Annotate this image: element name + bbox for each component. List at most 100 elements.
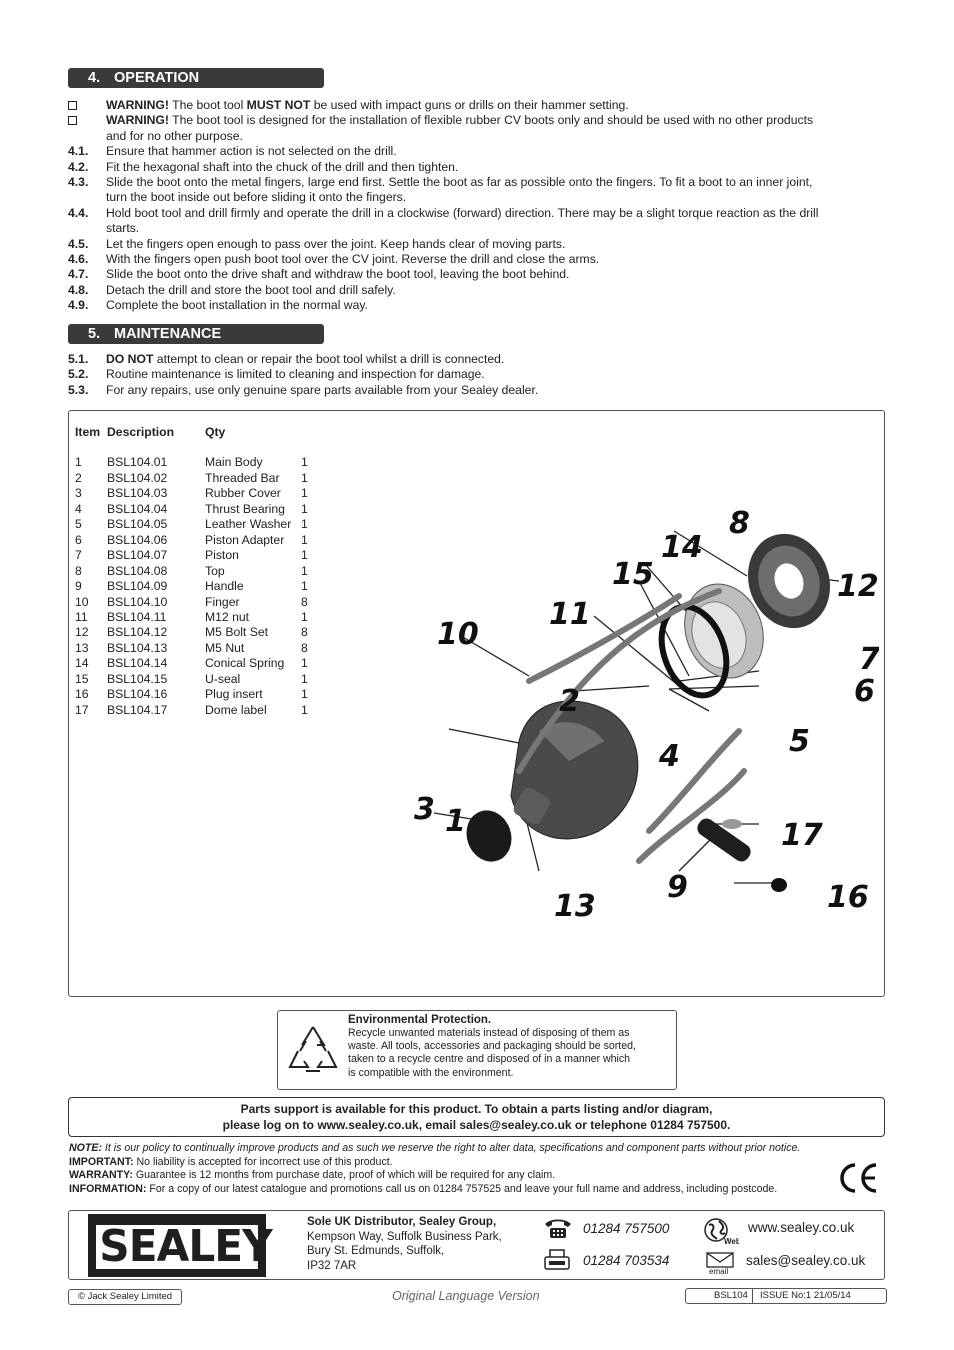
- warning-emphasis: MUST NOT: [246, 98, 311, 112]
- operation-step: 4.6. With the fingers open push boot tool…: [68, 252, 868, 267]
- logo-text: SEALEY: [99, 1221, 273, 1272]
- step-text: attempt to clean or repair the boot tool…: [153, 352, 505, 366]
- checkbox-bullet-icon: [68, 98, 77, 114]
- operation-step: 4.4.Hold boot tool and drill firmly and …: [68, 206, 868, 237]
- column-header-description: Description: [107, 425, 175, 439]
- legal-notes: NOTE: It is our policy to continually im…: [69, 1142, 849, 1196]
- part-qty: 1: [301, 470, 308, 485]
- part-qty: 1: [301, 455, 308, 470]
- part-name: Piston: [205, 548, 239, 563]
- step-text: turn the boot inside out before sliding …: [106, 190, 407, 205]
- callout-5: 5: [789, 724, 810, 759]
- parts-support-box: Parts support is available for this prod…: [68, 1097, 885, 1137]
- step-text: Slide the boot onto the metal fingers, l…: [106, 175, 813, 190]
- part-code: BSL104.05: [107, 517, 168, 532]
- operation-step: 4.7.Slide the boot onto the drive shaft …: [68, 267, 868, 282]
- part-name: M5 Bolt Set: [205, 625, 268, 640]
- step-text: For any repairs, use only genuine spare …: [106, 382, 539, 397]
- email-icon-label: email: [709, 1267, 728, 1275]
- part-code: BSL104.09: [107, 579, 168, 594]
- part-qty: 1: [301, 486, 308, 501]
- maintenance-step: 5.1.DO NOT attempt to clean or repair th…: [68, 352, 868, 367]
- step-text: starts.: [106, 221, 140, 236]
- note-label: WARRANTY:: [69, 1169, 133, 1181]
- note-text: It is our policy to continually improve …: [101, 1142, 801, 1154]
- warning-item: WARNING! The boot tool MUST NOT be used …: [68, 98, 868, 113]
- part-name: Leather Washer: [205, 517, 292, 532]
- callout-10: 10: [437, 617, 479, 652]
- step-text: With the fingers open push boot tool ove…: [106, 252, 600, 267]
- part-name: Handle: [205, 579, 244, 594]
- section-number: 4.: [88, 70, 101, 86]
- part-qty: 1: [301, 656, 308, 671]
- step-number: 5.3.: [68, 382, 89, 397]
- step-number: 4.9.: [68, 298, 89, 313]
- callout-9: 9: [667, 870, 688, 905]
- checkbox-bullet-icon: [68, 113, 77, 129]
- fax-number[interactable]: 01284 703534: [583, 1253, 670, 1268]
- parts-support-line: please log on to www.sealey.co.uk, email…: [222, 1118, 731, 1132]
- phone-number[interactable]: 01284 757500: [583, 1221, 670, 1236]
- address-line: Sole UK Distributor, Sealey Group,: [307, 1216, 497, 1228]
- callout-16: 16: [827, 880, 869, 915]
- part-code: BSL104.17: [107, 702, 168, 717]
- step-number: 4.6.: [68, 252, 89, 267]
- environment-line: waste. All tools, accessories and packag…: [348, 1040, 636, 1053]
- part-item-number: 9: [75, 579, 82, 594]
- callout-17: 17: [781, 818, 823, 853]
- part-code: BSL104.16: [107, 687, 168, 702]
- callout-1: 1: [445, 804, 466, 839]
- operation-step: 4.1.Ensure that hammer action is not sel…: [68, 144, 868, 159]
- part-item-number: 10: [75, 594, 89, 609]
- part-code: BSL104.11: [107, 609, 167, 624]
- part-code: BSL104.15: [107, 671, 168, 686]
- ce-mark-icon: [840, 1163, 877, 1193]
- part-item-number: 7: [75, 548, 82, 563]
- section-title: MAINTENANCE: [114, 326, 222, 342]
- address-line: IP32 7AR: [307, 1259, 357, 1272]
- part-qty: 1: [301, 501, 308, 516]
- warning-label: WARNING!: [106, 113, 169, 128]
- web-globe-icon: Web: [704, 1218, 739, 1245]
- finger-parts: [516, 588, 747, 864]
- callout-3: 3: [414, 792, 435, 827]
- operation-step: 4.5.Let the fingers open enough to pass …: [68, 237, 868, 252]
- step-number: 4.4.: [68, 205, 89, 220]
- step-text: Slide the boot onto the drive shaft and …: [106, 267, 570, 282]
- note-text: Guarantee is 12 months from purchase dat…: [132, 1169, 556, 1181]
- issue-box: BSL104 ISSUE No:1 21/05/14: [685, 1288, 887, 1304]
- callout-2: 2: [559, 684, 580, 719]
- part-item-number: 17: [75, 702, 89, 717]
- note-line: NOTE: It is our policy to continually im…: [69, 1142, 849, 1156]
- part-name: Finger: [205, 594, 240, 609]
- column-header-item: Item: [75, 425, 101, 439]
- part-item-number: 4: [75, 501, 82, 516]
- operation-step: 4.8.Detach the drill and store the boot …: [68, 283, 868, 298]
- part-name: U-seal: [205, 671, 241, 686]
- model-number: BSL104: [714, 1290, 748, 1301]
- part-name: Conical Spring: [205, 656, 285, 671]
- part-name: Dome label: [205, 702, 267, 717]
- website-link[interactable]: www.sealey.co.uk: [748, 1220, 855, 1235]
- part-item-number: 5: [75, 517, 82, 532]
- operation-step: 4.9.Complete the boot installation in th…: [68, 298, 868, 313]
- part-code: BSL104.06: [107, 532, 168, 547]
- part-item-number: 12: [75, 625, 89, 640]
- address-line: Bury St. Edmunds, Suffolk,: [307, 1245, 445, 1257]
- web-icon-label: Web: [724, 1237, 739, 1245]
- email-link[interactable]: sales@sealey.co.uk: [746, 1253, 866, 1268]
- fax-icon: [544, 1249, 570, 1270]
- column-header-qty: Qty: [205, 425, 226, 439]
